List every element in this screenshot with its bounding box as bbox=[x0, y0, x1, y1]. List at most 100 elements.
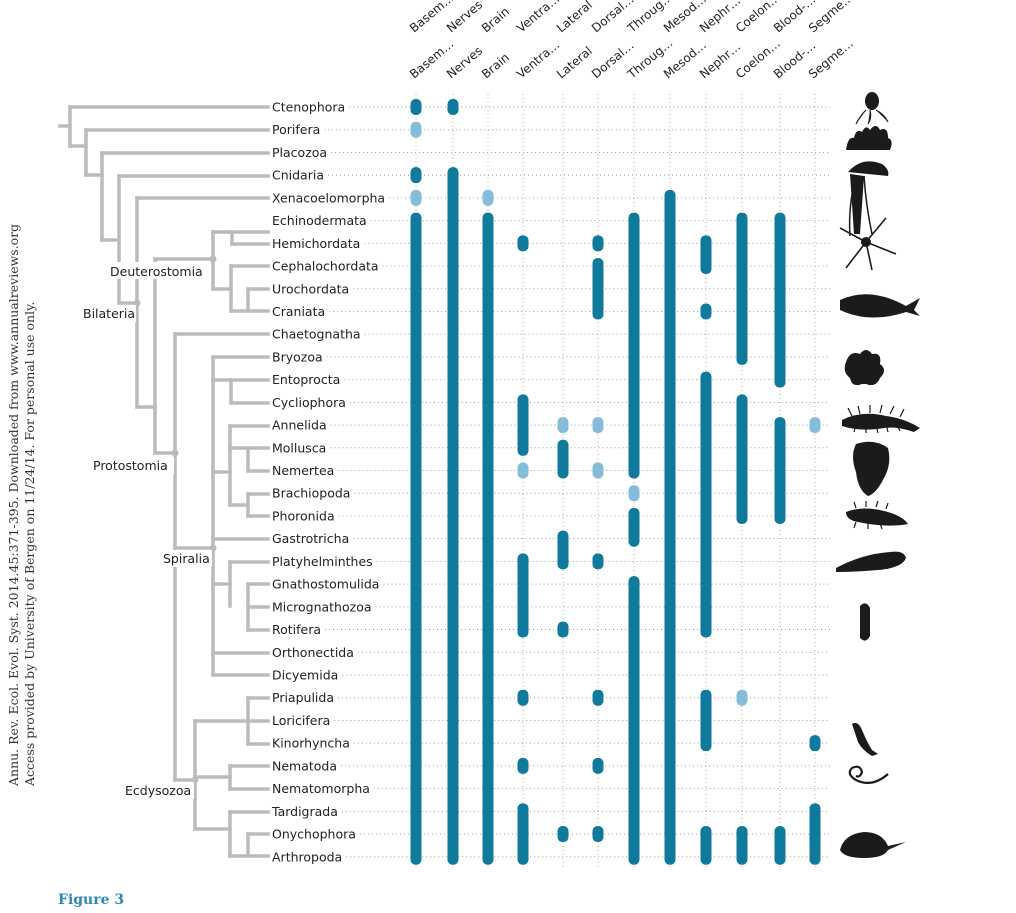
character-bar bbox=[517, 757, 529, 774]
bryozoan-silhouette bbox=[844, 350, 884, 386]
taxon-label: Craniata bbox=[272, 304, 325, 319]
character-bar bbox=[482, 212, 494, 865]
character-bar bbox=[592, 417, 604, 434]
character-bar bbox=[410, 99, 422, 115]
taxon-label: Bryozoa bbox=[272, 349, 323, 364]
character-bar bbox=[592, 258, 604, 320]
character-bar bbox=[447, 99, 459, 115]
character-bar bbox=[809, 735, 821, 752]
taxon-label: Urochordata bbox=[272, 281, 349, 296]
column-header: Segme… bbox=[806, 36, 856, 81]
character-bar bbox=[700, 303, 712, 320]
taxon-label: Loricifera bbox=[272, 713, 330, 728]
character-bar bbox=[736, 689, 748, 706]
taxon-labels: CtenophoraPoriferaPlacozoaCnidariaXenaco… bbox=[270, 98, 390, 864]
sponge-silhouette bbox=[846, 126, 892, 150]
taxon-label: Hemichordata bbox=[272, 236, 360, 251]
taxon-label: Dicyemida bbox=[272, 668, 338, 683]
side-note-line-1: Annu. Rev. Ecol. Evol. Syst. 2014.45:371… bbox=[6, 223, 21, 786]
taxon-label: Micrognathozoa bbox=[272, 599, 372, 614]
character-bar bbox=[700, 689, 712, 752]
character-bar bbox=[628, 485, 640, 502]
taxon-label: Kinorhyncha bbox=[272, 736, 350, 751]
character-bar bbox=[410, 212, 422, 865]
taxon-label: Nemertea bbox=[272, 463, 334, 478]
character-bar bbox=[517, 553, 529, 638]
character-bar bbox=[774, 212, 786, 388]
character-bar bbox=[517, 235, 529, 252]
annelid-silhouette bbox=[842, 404, 920, 434]
character-bar bbox=[592, 826, 604, 843]
mollusc-silhouette bbox=[853, 441, 890, 496]
phoronid-silhouette bbox=[846, 500, 908, 530]
clade-label-spiralia: Spiralia bbox=[163, 551, 210, 566]
taxon-label: Annelida bbox=[272, 418, 327, 433]
organism-silhouettes bbox=[836, 92, 920, 858]
clade-labels: Deuterostomia Bilateria Protostomia Spir… bbox=[80, 262, 212, 799]
flatworm-silhouette bbox=[836, 551, 906, 572]
taxon-label: Onychophora bbox=[272, 827, 356, 842]
clade-label-deuterostomia: Deuterostomia bbox=[110, 264, 203, 279]
character-bar bbox=[592, 689, 604, 706]
character-bar bbox=[557, 826, 569, 843]
figure-label: Figure 3 bbox=[58, 892, 125, 908]
character-bar bbox=[700, 826, 712, 865]
row-leaders bbox=[324, 106, 830, 858]
whale-silhouette bbox=[840, 294, 920, 318]
character-bar bbox=[774, 417, 786, 524]
character-bar bbox=[774, 826, 786, 865]
column-header-repeat: Ventra… bbox=[514, 0, 562, 35]
character-bars bbox=[410, 99, 821, 865]
kinorhynch-silhouette bbox=[852, 722, 878, 756]
phylogenetic-tree bbox=[58, 105, 270, 858]
character-bar bbox=[557, 530, 569, 570]
character-bar bbox=[410, 189, 422, 206]
clade-label-ecdysozoa: Ecdysozoa bbox=[125, 783, 191, 798]
character-bar bbox=[809, 417, 821, 434]
taxon-label: Porifera bbox=[272, 122, 320, 137]
horseshoe-crab-silhouette bbox=[840, 832, 906, 858]
character-bar bbox=[700, 235, 712, 275]
character-bar bbox=[592, 757, 604, 774]
character-bar bbox=[517, 689, 529, 706]
taxon-label: Gastrotricha bbox=[272, 531, 349, 546]
character-bar bbox=[482, 189, 494, 206]
taxon-label: Arthropoda bbox=[272, 849, 342, 864]
taxon-label: Cnidaria bbox=[272, 168, 324, 183]
character-bar bbox=[736, 394, 748, 524]
taxon-label: Cephalochordata bbox=[272, 259, 379, 274]
character-bar bbox=[736, 212, 748, 365]
taxon-label: Priapulida bbox=[272, 690, 334, 705]
character-bar bbox=[557, 417, 569, 434]
nematode-silhouette bbox=[848, 765, 889, 785]
taxon-label: Mollusca bbox=[272, 440, 326, 455]
taxon-label: Nematomorpha bbox=[272, 781, 370, 796]
character-bar bbox=[517, 394, 529, 456]
taxon-label: Platyhelminthes bbox=[272, 554, 373, 569]
character-bar bbox=[592, 235, 604, 252]
taxon-label: Xenacoelomorpha bbox=[272, 190, 385, 205]
clade-label-protostomia: Protostomia bbox=[93, 458, 168, 473]
taxon-label: Cycliophora bbox=[272, 395, 346, 410]
character-bar bbox=[557, 439, 569, 479]
character-bar bbox=[628, 507, 640, 547]
taxon-label: Placozoa bbox=[272, 145, 327, 160]
taxon-label: Rotifera bbox=[272, 622, 321, 637]
taxon-label: Chaetognatha bbox=[272, 327, 361, 342]
character-bar bbox=[736, 826, 748, 865]
character-bar bbox=[557, 621, 569, 638]
character-bar bbox=[410, 121, 422, 138]
brittle-star-silhouette bbox=[839, 217, 897, 271]
column-header: Ventra… bbox=[514, 38, 562, 82]
character-bar bbox=[410, 167, 422, 184]
taxon-label: Gnathostomulida bbox=[272, 577, 379, 592]
character-bar bbox=[447, 167, 459, 865]
character-bar bbox=[628, 576, 640, 865]
character-bar bbox=[517, 803, 529, 865]
taxon-label: Brachiopoda bbox=[272, 486, 350, 501]
clade-label-bilateria: Bilateria bbox=[83, 306, 135, 321]
taxon-label: Echinodermata bbox=[272, 213, 367, 228]
